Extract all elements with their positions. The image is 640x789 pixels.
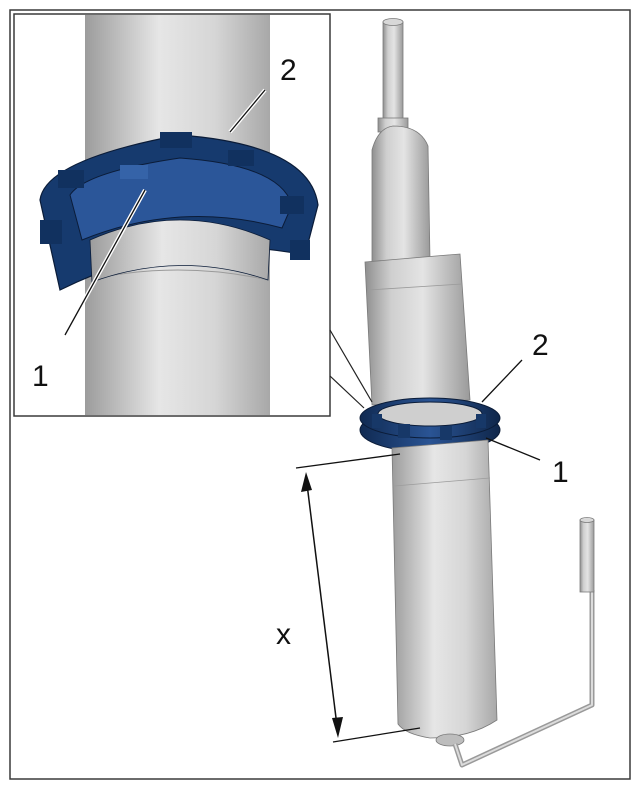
spring-seat-tube [364,253,471,406]
dimension-arrow [305,475,339,735]
damper-body [391,439,498,739]
inset-connector-lower [329,375,365,409]
detail-label-2: 2 [280,54,297,87]
dimension-label-x: x [276,618,291,651]
detail-leader-2 [229,89,266,133]
piston-rod [382,21,404,123]
detail-leader-1 [64,189,146,336]
inset-connector-upper [329,329,373,403]
ring-nut-main [359,397,501,453]
main-label-2: 2 [532,329,549,362]
main-label-1: 1 [552,456,569,489]
detail-inset [13,13,331,417]
main-leader-1 [485,437,541,461]
main-leader-2 [481,359,523,403]
shock-absorber-assembly [359,18,595,768]
dimension-extension-bottom [332,727,421,743]
dimension-x: x [276,453,421,743]
sensor-connector [579,519,595,593]
detail-label-1: 1 [32,360,49,393]
upper-tube [371,125,431,263]
dimension-extension-top [295,453,401,469]
